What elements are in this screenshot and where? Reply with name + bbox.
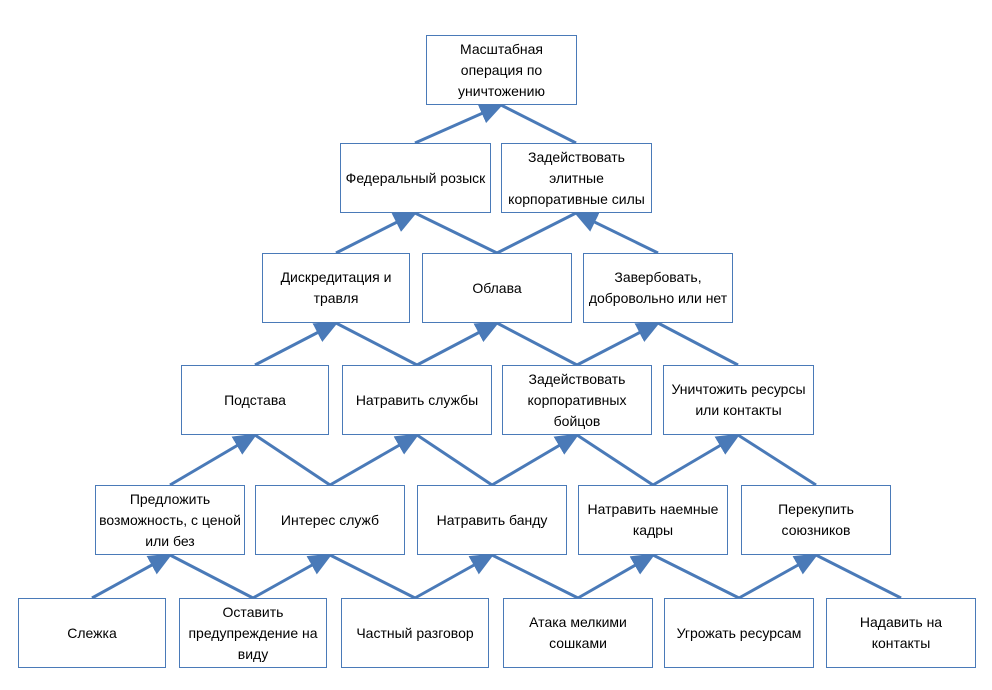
node-label: Натравить службы [355, 391, 479, 408]
node-small-fry-attack: Атака мелкими сошками [503, 598, 653, 668]
connector-line [414, 211, 498, 255]
connector-line [416, 433, 493, 487]
node-label: Натравить наемные кадры [587, 501, 719, 538]
node-surveillance: Слежка [18, 598, 166, 668]
connector-line [169, 553, 254, 600]
connector-line [254, 321, 339, 367]
node-bribe-allies: Перекупить союзников [741, 485, 891, 555]
connector-line [500, 103, 577, 145]
connector-line [496, 321, 578, 367]
node-offer-opportunity: Предложить возможность, с ценой или без [95, 485, 245, 555]
node-label: Интерес служб [280, 511, 380, 528]
connector-line [329, 553, 416, 600]
node-label: Частный разговор [356, 624, 474, 641]
node-label: Натравить банду [436, 511, 548, 528]
node-label: Дискредитация и травля [280, 269, 392, 306]
connector-line [416, 321, 500, 367]
node-pressure-contacts: Надавить на контакты [826, 598, 976, 668]
node-leave-warning: Оставить предупреждение на виду [179, 598, 327, 668]
node-sic-mercenaries: Натравить наемные кадры [578, 485, 728, 555]
node-corp-fighters: Задействовать корпоративных бойцов [502, 365, 652, 435]
connector-line [252, 553, 333, 600]
connector-line [169, 433, 258, 487]
node-elite-corp-forces: Задействовать элитные корпоративные силы [501, 143, 652, 213]
node-top: Масштабная операция по уничтожению [426, 35, 577, 105]
connector-line [491, 433, 580, 487]
connector-line [414, 553, 495, 600]
node-label: Задействовать элитные корпоративные силы [508, 148, 645, 207]
node-label: Задействовать корпоративных бойцов [527, 370, 627, 429]
connector-line [329, 433, 420, 487]
node-label: Перекупить союзников [778, 501, 854, 538]
node-setup: Подстава [181, 365, 329, 435]
connector-line [657, 321, 739, 367]
node-services-interest: Интерес служб [255, 485, 405, 555]
connector-line [335, 321, 418, 367]
node-label: Масштабная операция по уничтожению [458, 40, 545, 99]
connector-line [254, 433, 331, 487]
node-label: Облава [472, 279, 522, 296]
connector-line [496, 211, 577, 255]
connector-line [335, 211, 418, 255]
node-label: Слежка [67, 624, 117, 641]
connector-line [737, 433, 817, 487]
connector-line [414, 103, 504, 145]
node-label: Завербовать, добровольно или нет [588, 269, 728, 306]
node-sic-services: Натравить службы [342, 365, 492, 435]
connector-line [491, 553, 579, 600]
node-discredit: Дискредитация и травля [262, 253, 410, 323]
node-label: Угрожать ресурсам [676, 624, 802, 641]
connector-line [577, 553, 656, 600]
node-raid: Облава [422, 253, 572, 323]
connector-line [576, 321, 661, 367]
connector-line [738, 553, 819, 600]
connector-line [91, 553, 173, 600]
node-federal-search: Федеральный розыск [340, 143, 491, 213]
node-recruit: Завербовать, добровольно или нет [583, 253, 733, 323]
node-sic-gang: Натравить банду [417, 485, 567, 555]
node-label: Надавить на контакты [859, 614, 943, 651]
node-destroy-resources: Уничтожить ресурсы или контакты [663, 365, 814, 435]
node-threaten-resources: Угрожать ресурсам [664, 598, 814, 668]
connector-line [652, 433, 741, 487]
connector-line [576, 433, 654, 487]
node-label: Атака мелкими сошками [529, 614, 627, 651]
node-label: Подстава [224, 391, 286, 408]
connector-line [573, 211, 659, 255]
connector-line [652, 553, 740, 600]
node-label: Оставить предупреждение на виду [188, 603, 318, 662]
node-label: Предложить возможность, с ценой или без [99, 490, 241, 549]
node-private-talk: Частный разговор [341, 598, 489, 668]
node-label: Уничтожить ресурсы или контакты [671, 381, 806, 418]
node-label: Федеральный розыск [345, 169, 486, 186]
connector-line [815, 553, 902, 600]
